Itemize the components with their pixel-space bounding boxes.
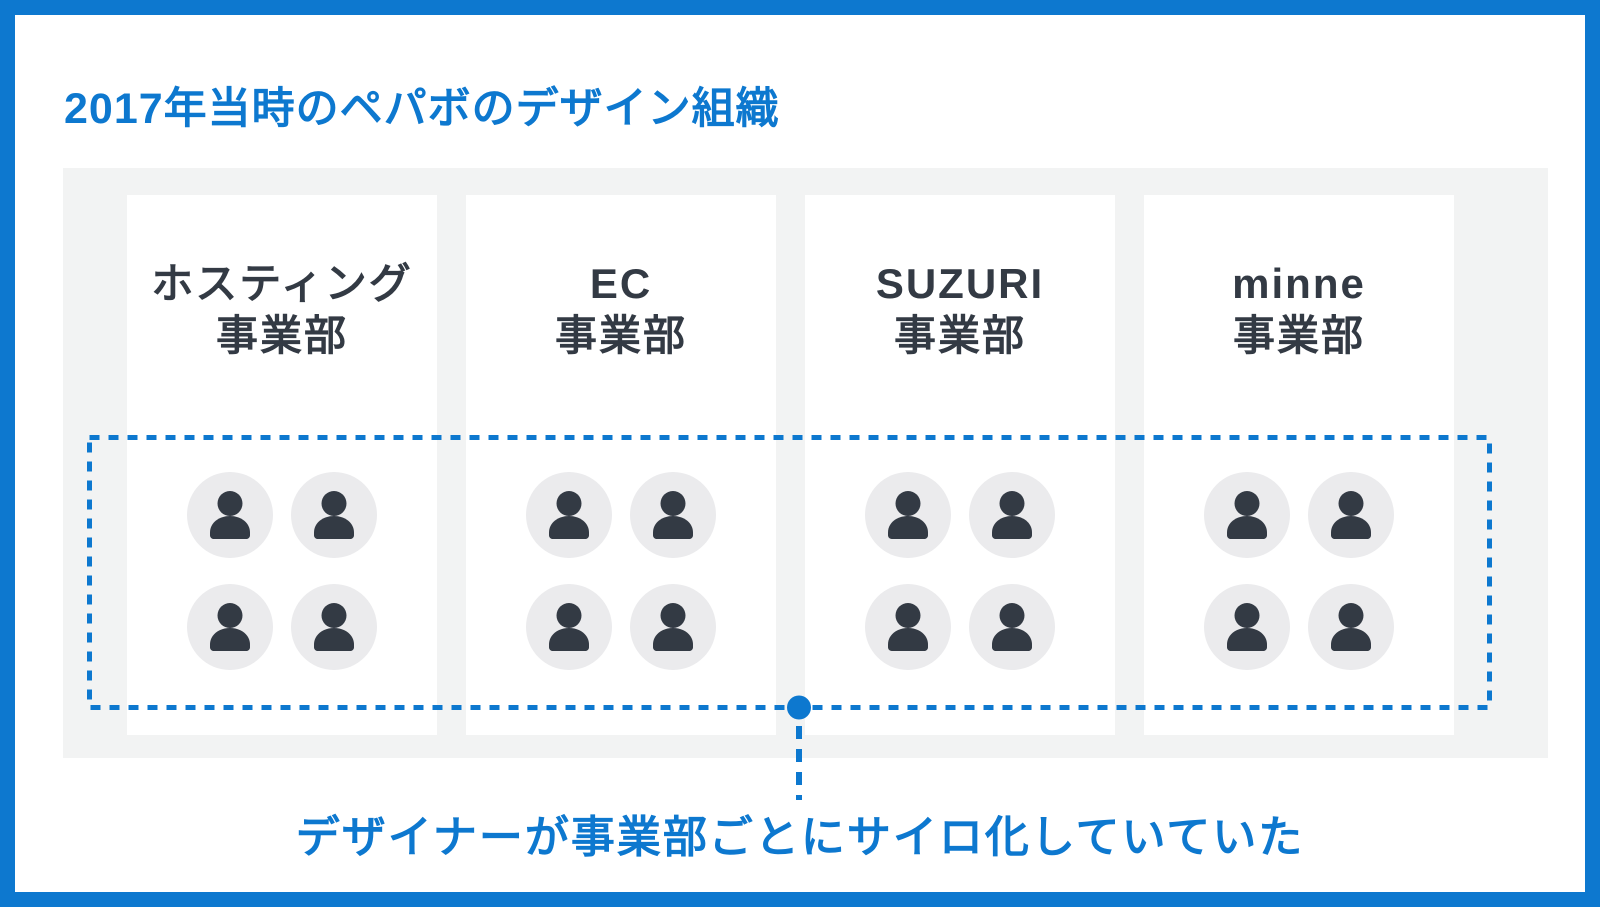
member-avatar: [526, 472, 612, 558]
member-avatar: [969, 472, 1055, 558]
member-avatar: [865, 584, 951, 670]
person-icon: [653, 603, 693, 651]
member-avatar: [1204, 584, 1290, 670]
department-card-ec: EC 事業部: [466, 195, 776, 735]
member-avatar: [630, 472, 716, 558]
person-icon: [210, 491, 250, 539]
person-icon: [210, 603, 250, 651]
person-icon: [888, 603, 928, 651]
member-avatar: [187, 472, 273, 558]
department-card-hosting: ホスティング 事業部: [127, 195, 437, 735]
member-grid: [1204, 472, 1394, 670]
member-avatar: [1308, 584, 1394, 670]
department-name-line: 事業部: [554, 312, 687, 359]
department-name: SUZURI 事業部: [805, 258, 1115, 362]
department-name-line: SUZURI: [875, 260, 1045, 307]
person-icon: [888, 491, 928, 539]
member-grid: [865, 472, 1055, 670]
member-avatar: [187, 584, 273, 670]
department-card-minne: minne 事業部: [1144, 195, 1454, 735]
member-avatar: [526, 584, 612, 670]
person-icon: [549, 491, 589, 539]
member-avatar: [291, 584, 377, 670]
person-icon: [549, 603, 589, 651]
annotation-caption: デザイナーが事業部ごとにサイロ化していていた: [295, 813, 1305, 862]
person-icon: [1331, 491, 1371, 539]
department-name: EC 事業部: [466, 258, 776, 362]
org-panel: ホスティング 事業部 EC 事業部: [63, 168, 1548, 758]
person-icon: [1227, 491, 1267, 539]
department-name: ホスティング 事業部: [127, 258, 437, 362]
person-icon: [1331, 603, 1371, 651]
member-avatar: [865, 472, 951, 558]
member-avatar: [630, 584, 716, 670]
member-grid: [187, 472, 377, 670]
member-avatar: [1308, 472, 1394, 558]
member-avatar: [969, 584, 1055, 670]
person-icon: [314, 603, 354, 651]
person-icon: [653, 491, 693, 539]
department-card-suzuri: SUZURI 事業部: [805, 195, 1115, 735]
department-name-line: 事業部: [1232, 312, 1365, 359]
department-name-line: 事業部: [893, 312, 1026, 359]
department-name-line: ホスティング: [151, 260, 413, 307]
department-name-line: EC: [589, 260, 653, 307]
person-icon: [992, 603, 1032, 651]
department-name: minne 事業部: [1144, 258, 1454, 362]
person-icon: [992, 491, 1032, 539]
member-avatar: [291, 472, 377, 558]
member-avatar: [1204, 472, 1290, 558]
person-icon: [1227, 603, 1267, 651]
member-grid: [526, 472, 716, 670]
slide-title: 2017年当時のペパボのデザイン組織: [64, 85, 780, 133]
department-name-line: 事業部: [215, 312, 348, 359]
person-icon: [314, 491, 354, 539]
department-name-line: minne: [1232, 260, 1366, 307]
